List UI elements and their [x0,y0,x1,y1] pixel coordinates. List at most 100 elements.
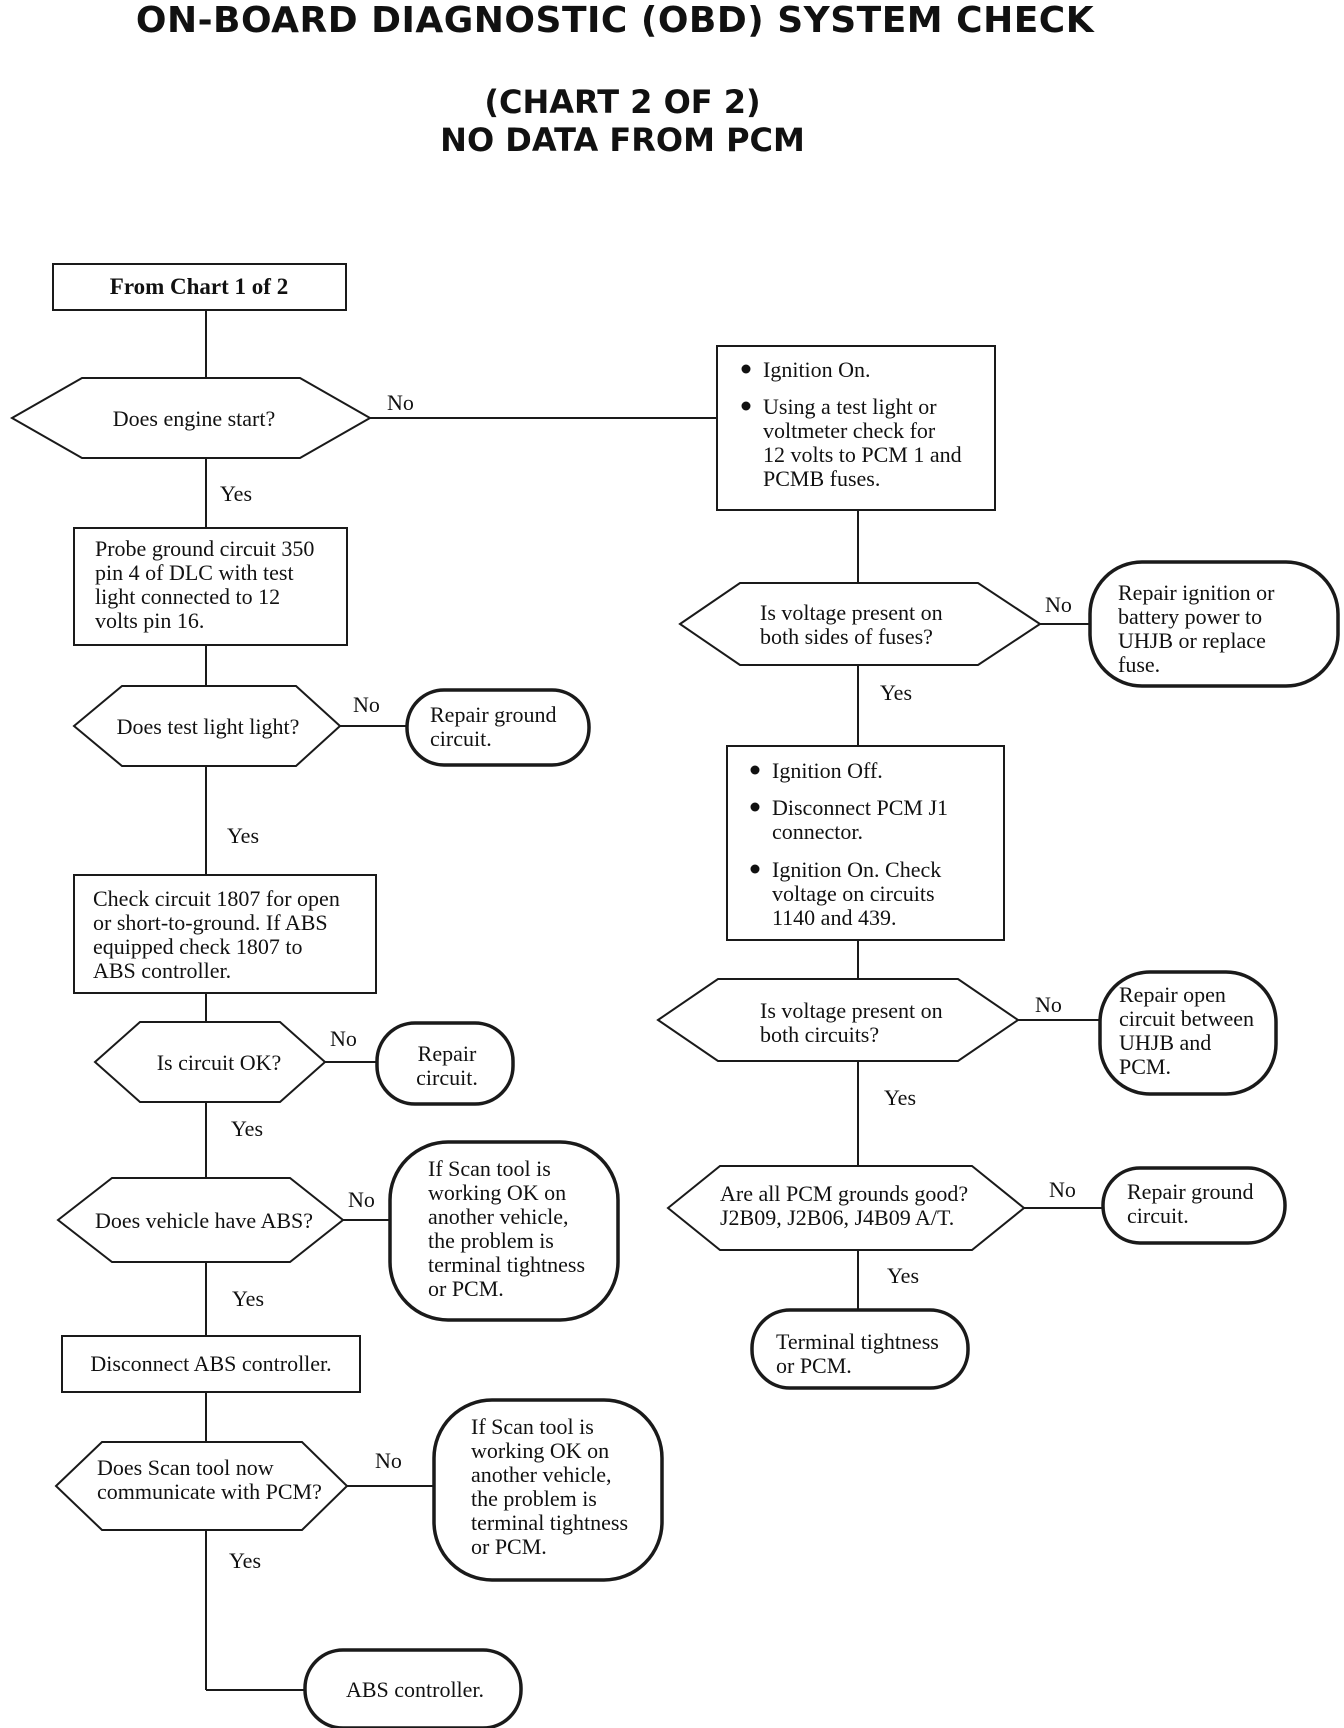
bullet-text: Disconnect PCM J1 [772,795,948,820]
terminal-text-line: Repair [418,1041,477,1066]
subtitle-chart-number: (CHART 2 OF 2) [484,83,761,121]
no-label: No [1049,1177,1076,1202]
terminal-text-line: the problem is [428,1228,554,1253]
decision-test-light-text: Does test light light? [117,714,300,739]
decision-fuses-voltage: Is voltage present on both sides of fuse… [678,582,1042,666]
decision-fuses-line: both sides of fuses? [760,624,933,649]
terminal-abs-controller: ABS controller. [303,1648,523,1728]
process-ignition-on: Ignition On. Using a test light or voltm… [716,345,996,511]
bullet-icon [741,401,751,411]
decision-grounds-line: Are all PCM grounds good? [720,1181,968,1206]
yes-label: Yes [227,823,259,848]
decision-circuits-line: Is voltage present on [760,998,943,1023]
bullet-text: Ignition Off. [772,758,883,783]
process-probe-line: pin 4 of DLC with test [95,560,294,585]
terminal-repair-ignition: Repair ignition or battery power to UHJB… [1088,560,1340,688]
process-check-line: Check circuit 1807 for open [93,886,340,911]
yes-label: Yes [884,1085,916,1110]
decision-circuits-voltage: Is voltage present on both circuits? [656,978,1020,1062]
decision-fuses-line: Is voltage present on [760,600,943,625]
bullet-icon [741,364,751,374]
no-label: No [1045,592,1072,617]
terminal-text-line: Repair ground [430,702,556,727]
decision-scan-communicate: Does Scan tool now communicate with PCM? [54,1441,349,1531]
terminal-text-line: If Scan tool is [471,1414,594,1439]
terminal-text-line: circuit. [416,1065,478,1090]
bullet-text: 12 volts to PCM 1 and [763,442,962,467]
process-probe-line: volts pin 16. [95,608,204,633]
connectors [205,309,1103,1691]
process-probe-ground: Probe ground circuit 350 pin 4 of DLC wi… [73,527,348,646]
terminal-text-line: Repair ground [1127,1179,1253,1204]
terminal-text-line: or PCM. [471,1534,547,1559]
bullet-text: Ignition On. [763,357,871,382]
decision-engine-start-text: Does engine start? [113,406,276,431]
terminal-text-line: or PCM. [776,1353,852,1378]
decision-test-light: Does test light light? [72,685,342,767]
no-label: No [330,1026,357,1051]
bullet-text: voltmeter check for [763,418,936,443]
terminal-text-line: another vehicle, [471,1462,612,1487]
page-title: ON-BOARD DIAGNOSTIC (OBD) SYSTEM CHECK [135,0,1095,41]
terminal-scan-note-1: If Scan tool is working OK on another ve… [388,1140,620,1322]
terminal-text-line: fuse. [1118,652,1160,677]
terminal-text-line: working OK on [428,1180,566,1205]
terminal-text-line: battery power to [1118,604,1262,629]
terminal-text-line: circuit. [430,726,492,751]
decision-circuits-line: both circuits? [760,1022,879,1047]
subtitle-no-data: NO DATA FROM PCM [440,121,805,159]
terminal-repair-ground: Repair ground circuit. [1101,1166,1287,1245]
chart-subtitle: (CHART 2 OF 2) NO DATA FROM PCM [0,83,1245,159]
terminal-text-line: Terminal tightness [776,1329,939,1354]
terminal-text-line: UHJB and [1119,1030,1211,1055]
terminal-text-line: the problem is [471,1486,597,1511]
yes-label: Yes [880,680,912,705]
process-check-1807: Check circuit 1807 for open or short-to-… [73,874,377,994]
decision-grounds-line: J2B09, J2B06, J4B09 A/T. [720,1205,954,1230]
terminal-text-line: or PCM. [428,1276,504,1301]
terminal-text-line: PCM. [1119,1054,1171,1079]
terminal-scan-note-2: If Scan tool is working OK on another ve… [432,1398,664,1582]
bullet-text: PCMB fuses. [763,466,880,491]
no-label: No [375,1448,402,1473]
bullet-text: voltage on circuits [772,881,935,906]
terminal-text-line: Repair ignition or [1118,580,1275,605]
no-label: No [1035,992,1062,1017]
bullet-text: 1140 and 439. [772,905,896,930]
bullet-icon [750,864,760,874]
decision-has-abs: Does vehicle have ABS? [56,1177,345,1263]
terminal-repair-ground-circuit: Repair ground circuit. [405,688,591,767]
process-check-line: ABS controller. [93,958,231,983]
terminal-text-line: working OK on [471,1438,609,1463]
branch-labels: Yes Yes Yes Yes Yes Yes Yes Yes No No No… [220,390,1076,1573]
decision-circuit-ok: Is circuit OK? [93,1021,327,1103]
terminal-text-line: another vehicle, [428,1204,569,1229]
decision-pcm-grounds: Are all PCM grounds good? J2B09, J2B06, … [666,1165,1026,1251]
process-disconnect-abs: Disconnect ABS controller. [61,1335,361,1393]
terminal-text-line: Repair open [1119,982,1226,1007]
process-probe-line: light connected to 12 [95,584,280,609]
terminal-repair-open: Repair open circuit between UHJB and PCM… [1098,970,1278,1096]
terminal-terminal-tightness: Terminal tightness or PCM. [750,1308,970,1390]
yes-label: Yes [232,1286,264,1311]
yes-label: Yes [887,1263,919,1288]
decision-has-abs-text: Does vehicle have ABS? [95,1208,313,1233]
bullet-icon [750,765,760,775]
terminal-text-line: circuit. [1127,1203,1189,1228]
terminal-text-line: terminal tightness [471,1510,628,1535]
bullet-text: Ignition On. Check [772,857,941,882]
bullet-text: Using a test light or [763,394,937,419]
yes-label: Yes [231,1116,263,1141]
no-label: No [353,692,380,717]
terminal-repair-circuit: Repair circuit. [375,1021,515,1106]
process-check-line: or short-to-ground. If ABS [93,910,328,935]
bullet-icon [750,802,760,812]
yes-label: Yes [229,1548,261,1573]
process-disconnect-abs-text: Disconnect ABS controller. [90,1351,331,1376]
decision-circuit-ok-text: Is circuit OK? [157,1050,282,1075]
terminal-text-line: terminal tightness [428,1252,585,1277]
yes-label: Yes [220,481,252,506]
process-check-line: equipped check 1807 to [93,934,303,959]
terminal-text-line: If Scan tool is [428,1156,551,1181]
